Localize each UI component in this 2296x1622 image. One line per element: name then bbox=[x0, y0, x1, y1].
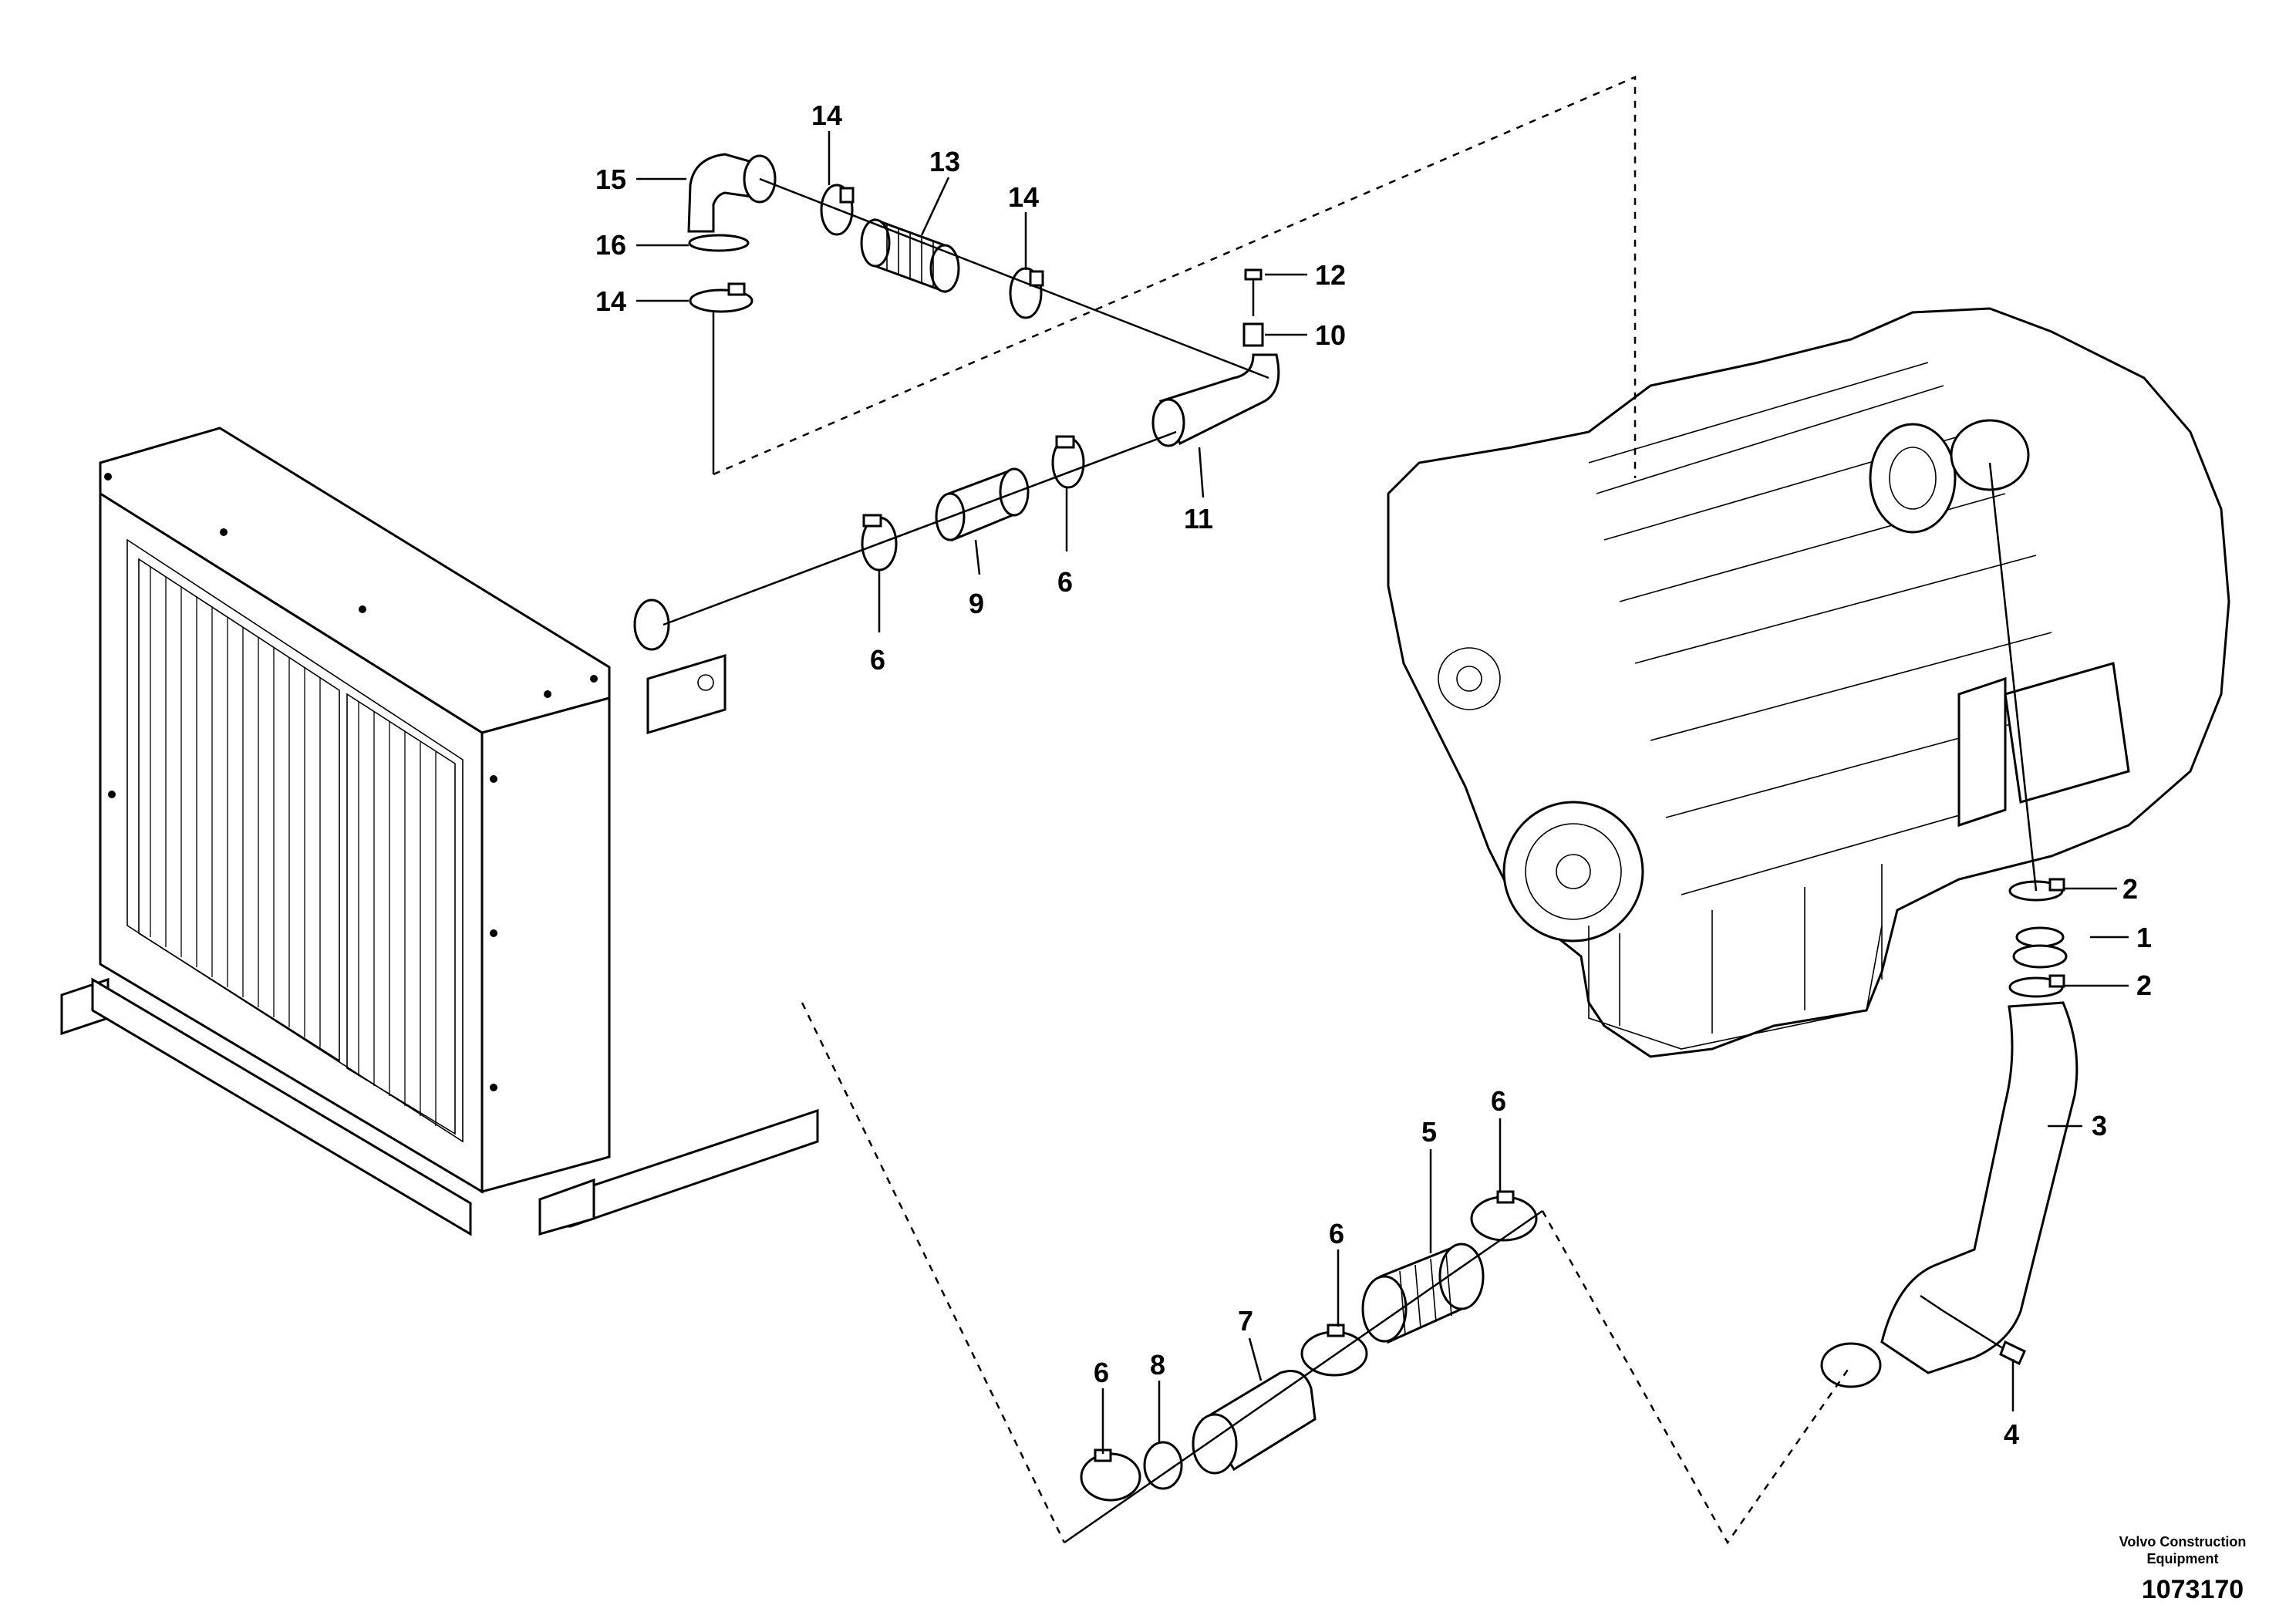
credit-line-1: Volvo Construction bbox=[2119, 1534, 2247, 1549]
callout-13: 13 bbox=[929, 146, 960, 177]
callout-8: 8 bbox=[1150, 1349, 1165, 1381]
callout-6-lower-right: 6 bbox=[1491, 1085, 1506, 1117]
callout-7: 7 bbox=[1238, 1305, 1253, 1337]
callout-9: 9 bbox=[969, 588, 984, 619]
hose-1 bbox=[2012, 926, 2068, 969]
callout-14-upper-left: 14 bbox=[811, 99, 842, 131]
clamp-6-lower-middle bbox=[1300, 1324, 1368, 1377]
callout-6-lower-left: 6 bbox=[1094, 1357, 1109, 1388]
callout-10: 10 bbox=[1315, 319, 1346, 351]
dashed-connection-lines bbox=[713, 76, 1853, 1545]
clamp-6-upper-right bbox=[1051, 435, 1085, 489]
radiator-cooler bbox=[60, 427, 819, 1236]
callout-6-upper-left: 6 bbox=[870, 644, 885, 676]
callout-12: 12 bbox=[1315, 259, 1346, 291]
callout-14-upper-right: 14 bbox=[1008, 181, 1039, 213]
publisher-credit: Volvo Construction Equipment bbox=[2067, 1533, 2296, 1567]
o-ring-16 bbox=[688, 234, 750, 252]
callout-14-lower: 14 bbox=[595, 285, 626, 317]
callout-labels: 1 2 2 3 4 5 6 6 6 6 6 7 8 9 10 11 12 13 … bbox=[595, 99, 2152, 1450]
engine-assembly bbox=[1387, 307, 2230, 1058]
callout-6-lower-middle: 6 bbox=[1329, 1218, 1344, 1249]
callout-11: 11 bbox=[1184, 503, 1213, 534]
callout-4: 4 bbox=[2004, 1418, 2019, 1450]
callout-6-upper-right: 6 bbox=[1057, 566, 1073, 598]
clamp-14-upper-right bbox=[1009, 267, 1044, 319]
hose-13 bbox=[860, 218, 960, 294]
bolt-4 bbox=[1943, 1310, 2026, 1366]
callout-2-lower: 2 bbox=[2136, 969, 2152, 1001]
pipe-3 bbox=[1820, 1001, 2079, 1388]
drawing-number: 1073170 bbox=[2141, 1575, 2244, 1604]
callout-16: 16 bbox=[595, 229, 626, 261]
callout-2-upper: 2 bbox=[2122, 873, 2138, 905]
clamp-14-lower bbox=[689, 282, 754, 313]
pipe-11 bbox=[1151, 353, 1280, 447]
callout-1: 1 bbox=[2136, 922, 2152, 953]
callout-15: 15 bbox=[595, 164, 626, 195]
elbow-15 bbox=[687, 153, 777, 233]
callout-5: 5 bbox=[1421, 1116, 1437, 1148]
spacer-10 bbox=[1242, 322, 1264, 347]
credit-line-2: Equipment bbox=[2146, 1551, 2219, 1566]
clamp-6-lower-right bbox=[1470, 1190, 1538, 1242]
bolt-12 bbox=[1244, 268, 1263, 316]
assembly-lines bbox=[663, 177, 2038, 1544]
callout-leaders bbox=[636, 131, 2129, 1454]
o-ring-8 bbox=[1143, 1441, 1183, 1490]
clamp-2-lower bbox=[2008, 974, 2065, 998]
clamp-6-lower-left bbox=[1080, 1448, 1141, 1502]
callout-3: 3 bbox=[2092, 1110, 2107, 1141]
pipe-7 bbox=[1192, 1370, 1317, 1475]
